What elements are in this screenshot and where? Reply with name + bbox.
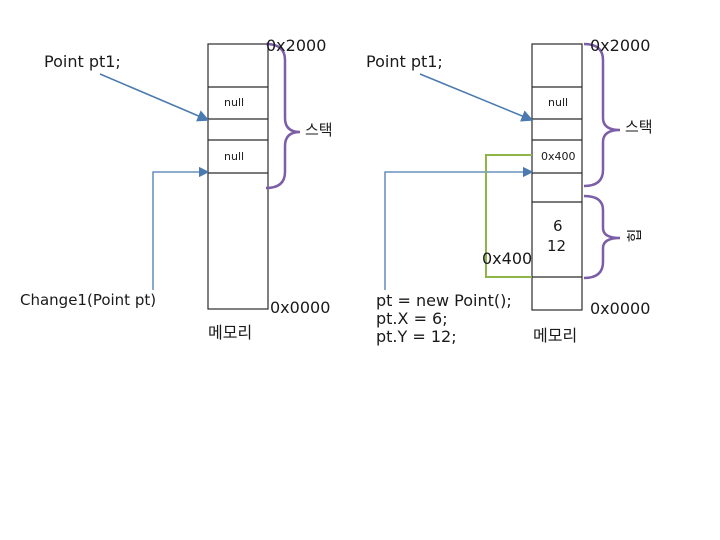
right-cell-null: null bbox=[548, 96, 569, 109]
left-stack-brace bbox=[265, 42, 301, 190]
left-address-bottom: 0x0000 bbox=[270, 298, 331, 317]
code-line: pt = new Point(); bbox=[376, 291, 512, 310]
left-memory-box bbox=[207, 43, 269, 310]
right-heap-brace bbox=[583, 194, 621, 280]
left-cell-null-1: null bbox=[224, 96, 245, 109]
left-pt1-arrow bbox=[99, 73, 210, 122]
right-cell-ref: 0x400 bbox=[541, 150, 576, 163]
right-stack-label: 스택 bbox=[625, 118, 653, 136]
right-address-bottom: 0x0000 bbox=[590, 299, 651, 318]
code-line: pt.X = 6; bbox=[376, 309, 448, 328]
right-memory-box bbox=[531, 43, 583, 311]
code-line: pt.Y = 12; bbox=[376, 327, 457, 346]
left-cell-null-2: null bbox=[224, 150, 245, 163]
right-var-label: Point pt1; bbox=[366, 52, 443, 71]
left-stack-label: 스택 bbox=[305, 121, 333, 139]
left-address-top: 0x2000 bbox=[266, 36, 327, 55]
right-param-arrow bbox=[384, 166, 534, 290]
left-method-label: Change1(Point pt) bbox=[20, 291, 157, 309]
right-address-top: 0x2000 bbox=[590, 36, 651, 55]
right-stack-brace bbox=[583, 42, 621, 188]
left-memory-label: 메모리 bbox=[208, 323, 253, 342]
right-memory-label: 메모리 bbox=[533, 326, 578, 345]
left-var-label: Point pt1; bbox=[44, 52, 121, 71]
right-pt1-arrow bbox=[419, 73, 534, 122]
heap-reference-link bbox=[485, 154, 532, 278]
code-snippet: pt = new Point(); pt.X = 6; pt.Y = 12; bbox=[376, 292, 512, 346]
heap-label: 힙 bbox=[625, 228, 644, 243]
heap-value-y: 12 bbox=[547, 237, 567, 255]
heap-value-x: 6 bbox=[553, 217, 563, 235]
heap-address-label: 0x400 bbox=[482, 249, 533, 268]
left-param-arrow bbox=[152, 166, 210, 290]
